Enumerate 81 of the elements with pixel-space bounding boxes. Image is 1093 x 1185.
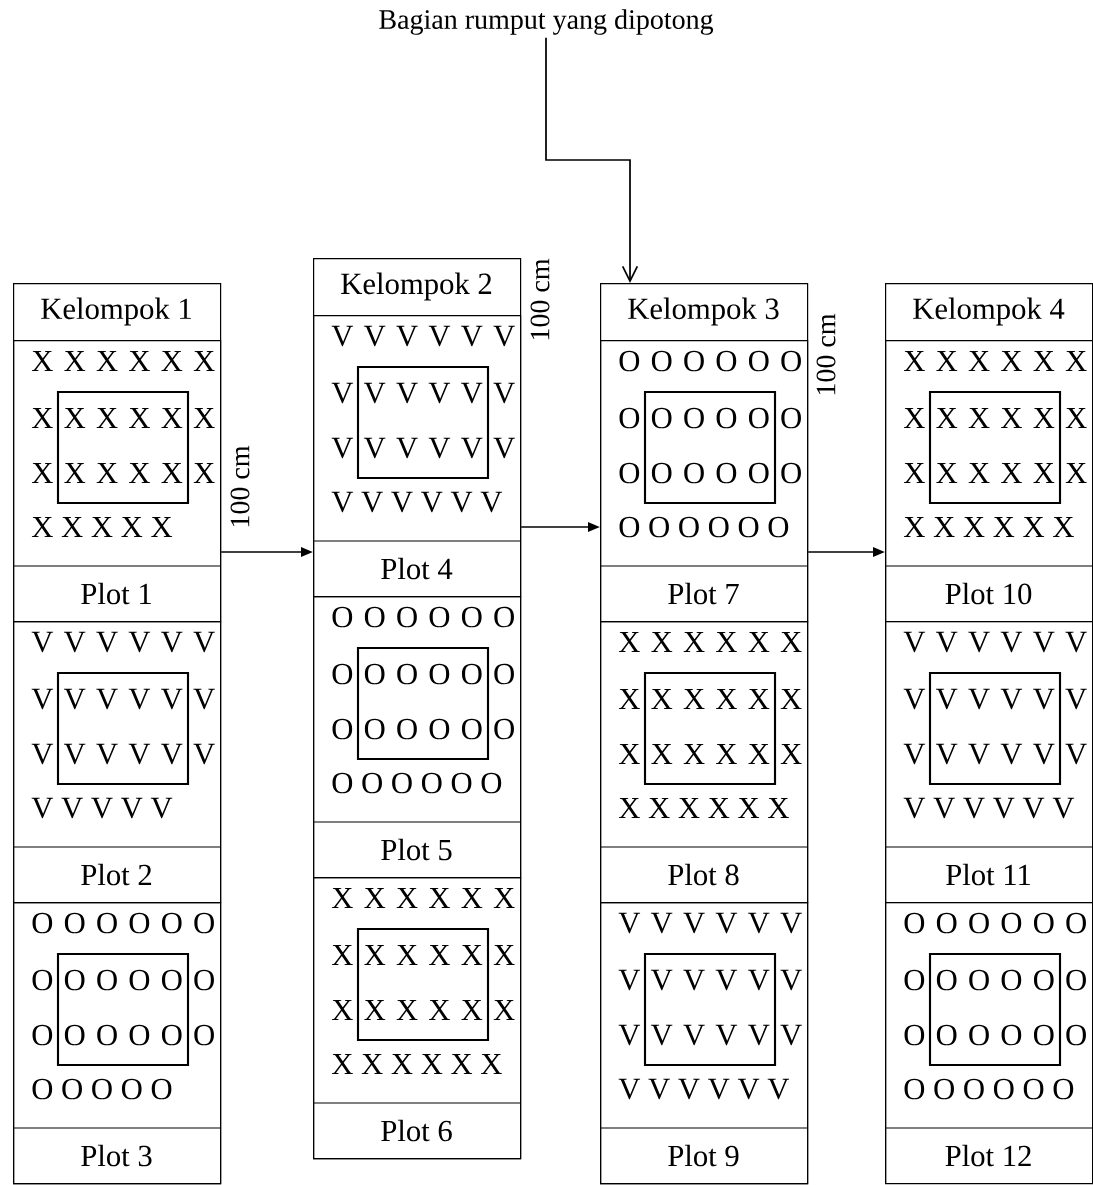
symbol-row: O O O O O O: [32, 1024, 214, 1046]
symbol-row: X X X X X X: [903, 516, 1074, 538]
symbol-row: X X X X X X: [331, 944, 515, 966]
column-heading: Kelompok 1: [41, 297, 191, 326]
symbol-row: O O O O O: [32, 1078, 172, 1100]
symbol-row: O O O O O O: [332, 663, 514, 685]
symbol-row: X X X X X: [31, 516, 173, 538]
symbol-row: O O O O O O: [904, 1078, 1074, 1100]
symbol-row: X X X X X X: [331, 999, 515, 1021]
dimension-label: 100 cm: [230, 445, 250, 527]
symbol-row: X X X X X X: [903, 350, 1087, 372]
symbol-row: V V V V V V: [903, 631, 1087, 653]
column-heading: Kelompok 2: [341, 272, 492, 301]
symbol-row: V V V V V V: [31, 688, 215, 710]
symbol-row: V V V V V V: [618, 912, 802, 934]
plot-label: Plot 2: [81, 863, 152, 886]
symbol-row: V V V V V V: [331, 325, 515, 347]
plot-box: [12, 902, 222, 1185]
symbol-row: X X X X X X: [618, 631, 802, 653]
arrow: [545, 36, 639, 283]
symbol-row: V V V V V V: [618, 1024, 802, 1046]
symbol-row: O O O O O O: [619, 462, 801, 484]
symbol-row: X X X X X X: [31, 462, 215, 484]
symbol-row: O O O O O O: [332, 772, 502, 794]
plot-label: Plot 3: [81, 1144, 152, 1167]
plot-box: [599, 621, 809, 904]
symbol-row: V V V V V V: [331, 382, 515, 404]
symbol-row: V V V V V V: [331, 437, 515, 459]
dimension-label: 100 cm: [816, 313, 836, 395]
plot-box: [312, 315, 522, 598]
plot-box: [599, 340, 809, 623]
plot-label: Plot 8: [668, 863, 739, 886]
symbol-row: X X X X X X: [618, 797, 789, 819]
plot-label: Plot 11: [946, 863, 1030, 886]
symbol-row: X X X X X X: [331, 1053, 502, 1075]
symbol-row: O O O O O O: [32, 969, 214, 991]
symbol-row: O O O O O O: [904, 912, 1086, 934]
plot-box: [312, 877, 522, 1160]
plot-box: [599, 902, 809, 1185]
plot-box: [12, 621, 222, 904]
symbol-row: V V V V V V: [903, 688, 1087, 710]
column-heading: Kelompok 4: [913, 297, 1065, 326]
symbol-row: V V V V V V: [903, 797, 1075, 819]
symbol-row: O O O O O O: [904, 969, 1086, 991]
plot-label: Plot 12: [945, 1144, 1031, 1167]
symbol-row: V V V V V V: [31, 631, 215, 653]
symbol-row: X X X X X X: [618, 743, 802, 765]
symbol-row: X X X X X X: [31, 350, 215, 372]
plot-box: [884, 902, 1093, 1185]
symbol-row: X X X X X X: [618, 688, 802, 710]
plot-box: [884, 621, 1093, 904]
dimension-label: 100 cm: [530, 258, 550, 340]
plot-box: [884, 340, 1093, 623]
symbol-row: O O O O O O: [619, 516, 789, 538]
symbol-row: O O O O O O: [332, 718, 514, 740]
symbol-row: X X X X X X: [31, 407, 215, 429]
symbol-row: X X X X X X: [331, 887, 515, 909]
symbol-row: X X X X X X: [903, 462, 1087, 484]
symbol-row: O O O O O O: [332, 606, 514, 628]
column-heading: Kelompok 3: [628, 297, 779, 326]
plot-label: Plot 1: [81, 582, 151, 605]
plot-label: Plot 5: [381, 838, 452, 861]
plot-label: Plot 4: [381, 557, 453, 580]
symbol-row: V V V V V V: [618, 1078, 790, 1100]
symbol-row: V V V V V: [31, 797, 173, 819]
symbol-row: O O O O O O: [32, 912, 214, 934]
symbol-row: V V V V V V: [31, 743, 215, 765]
plot-label: Plot 7: [668, 582, 739, 605]
plot-label: Plot 10: [945, 582, 1032, 605]
symbol-row: O O O O O O: [619, 350, 801, 372]
plot-box: [12, 340, 222, 623]
symbol-row: O O O O O O: [904, 1024, 1086, 1046]
plot-label: Plot 9: [668, 1144, 739, 1167]
caption-text: Bagian rumput yang dipotong: [379, 9, 714, 35]
symbol-row: V V V V V V: [618, 969, 802, 991]
symbol-row: O O O O O O: [619, 407, 801, 429]
plot-label: Plot 6: [381, 1119, 452, 1142]
symbol-row: V V V V V V: [903, 743, 1087, 765]
plot-box: [312, 596, 522, 879]
symbol-row: X X X X X X: [903, 407, 1087, 429]
symbol-row: V V V V V V: [331, 491, 503, 513]
